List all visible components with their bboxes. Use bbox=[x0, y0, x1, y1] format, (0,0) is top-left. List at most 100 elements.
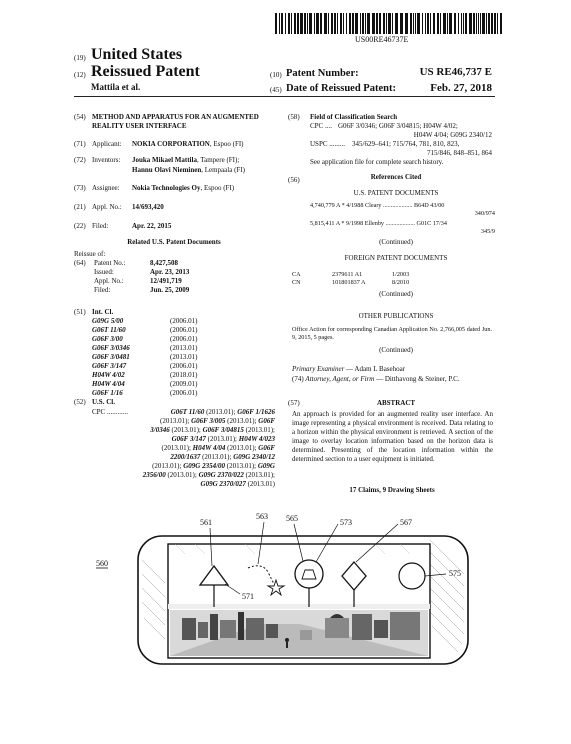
us-refs: 4,740,779 A * 4/1988 Cleary ............… bbox=[310, 202, 495, 238]
inventor-1: Jouka Mikael Mattila, Tampere (FI); bbox=[132, 156, 239, 165]
office-action: Office Action for corresponding Canadian… bbox=[292, 326, 492, 341]
barcode-bar bbox=[476, 13, 477, 34]
foreign-ref-cell: 101801837 A bbox=[332, 279, 366, 286]
inventor-1-name: Jouka Mikael Mattila bbox=[132, 156, 197, 164]
pubs-continued: (Continued) bbox=[379, 346, 413, 354]
barcode-bar bbox=[433, 13, 435, 34]
intcl-row: H04W 4/04(2009.01) bbox=[92, 380, 272, 389]
barcode-bar bbox=[324, 13, 327, 34]
barcode-bar bbox=[340, 13, 342, 34]
applicant-loc: , Espoo (FI) bbox=[209, 140, 244, 148]
r-appl-label: Appl. No.: bbox=[94, 277, 124, 285]
barcode-bar bbox=[422, 13, 423, 34]
refs-label: References Cited bbox=[370, 173, 422, 181]
barcode-bar bbox=[491, 13, 493, 34]
doc-type: Reissued Patent bbox=[91, 63, 200, 80]
cpc-line: 3/0346 (2013.01); G06F 3/04815 (2013.01)… bbox=[150, 426, 275, 434]
barcode-bar bbox=[410, 13, 412, 34]
us-ref-class: 345/9 bbox=[480, 228, 495, 235]
ref-565: 565 bbox=[286, 514, 298, 523]
barcode-bar bbox=[285, 13, 286, 34]
appl-num: (21) bbox=[74, 203, 86, 211]
barcode-bar bbox=[346, 13, 347, 34]
cpc-label: CPC ............ bbox=[92, 408, 128, 416]
intcl-code: G06T 11/60 bbox=[92, 326, 126, 334]
ref-573: 573 bbox=[340, 518, 352, 527]
us-docs-heading: U.S. PATENT DOCUMENTS bbox=[353, 189, 439, 197]
barcode-bar bbox=[488, 13, 490, 34]
foreign-ref-cell: 8/2010 bbox=[392, 279, 410, 286]
assignee-num: (73) bbox=[74, 184, 86, 192]
leader-573 bbox=[315, 523, 339, 563]
claims: 17 Claims, 9 Drawing Sheets bbox=[349, 486, 435, 494]
intcl-row: G06F 3/0346(2013.01) bbox=[92, 344, 272, 353]
location-circle-icon bbox=[398, 562, 426, 590]
barcode-bar bbox=[316, 13, 319, 34]
inventor-1-loc: , Tampere (FI); bbox=[196, 156, 240, 164]
uscl-num: (52) bbox=[74, 398, 86, 406]
barcode-bar bbox=[400, 13, 403, 34]
appl-label: Appl. No.: bbox=[92, 203, 122, 211]
barcode-bar bbox=[388, 13, 391, 34]
intcl-row: H04W 4/02(2018.01) bbox=[92, 371, 272, 380]
barcode-bar bbox=[463, 13, 464, 34]
barcode-bar bbox=[392, 13, 393, 34]
circle-marker-inner bbox=[301, 569, 317, 580]
barcode-bar bbox=[367, 13, 370, 34]
abstract-num: (57) bbox=[288, 399, 300, 407]
city-scene bbox=[170, 610, 428, 656]
attorney-name: — Ditthavong & Steiner, P.C. bbox=[374, 375, 460, 383]
r-filed-value: Jun. 25, 2009 bbox=[150, 286, 190, 294]
cpc-line: (2013.01); G06F 3/005 (2013.01); G06F bbox=[160, 417, 275, 425]
barcode-bar bbox=[465, 13, 467, 34]
inventors-num: (72) bbox=[74, 156, 86, 164]
intcl-code: G09G 5/00 bbox=[92, 317, 124, 325]
assignee-name: Nokia Technologies Oy bbox=[132, 184, 201, 192]
barcode-bar bbox=[320, 13, 322, 34]
num-45: (45) bbox=[270, 86, 282, 94]
applicant-label: Applicant: bbox=[92, 140, 122, 148]
barcode-bar bbox=[447, 13, 448, 34]
barcode-bar bbox=[343, 13, 344, 34]
intcl-row: G09G 5/00(2006.01) bbox=[92, 317, 272, 326]
barcode-bar bbox=[497, 13, 498, 34]
barcode-bar bbox=[430, 13, 431, 34]
ref-571: 571 bbox=[242, 592, 254, 601]
barcode-bar bbox=[362, 13, 364, 34]
barcode-bar bbox=[294, 13, 296, 34]
figure: 560 561 563 565 573 567 575 571 bbox=[0, 500, 571, 739]
assignee-label: Assignee: bbox=[92, 184, 120, 192]
intcl-list: G09G 5/00(2006.01)G06T 11/60 (2006.01) G06… bbox=[92, 317, 272, 398]
barcode-bar bbox=[461, 13, 462, 34]
applicant: NOKIA CORPORATION, Espoo (FI) bbox=[132, 140, 244, 149]
barcode-bar bbox=[500, 13, 502, 34]
field-uspc-l2: 715/846, 848–851, 864 bbox=[427, 149, 492, 157]
refs-num: (56) bbox=[288, 176, 300, 184]
ref-560: 560 bbox=[96, 559, 108, 568]
barcode-bar bbox=[304, 13, 306, 34]
field-cpc-l1: G06F 3/0346; G06F 3/04815; H04W 4/02; bbox=[338, 122, 458, 130]
barcode-bar bbox=[281, 13, 283, 34]
barcode-bar bbox=[454, 13, 456, 34]
other-pubs-heading: OTHER PUBLICATIONS bbox=[358, 312, 434, 320]
examiner-name: — Adam L Basehoar bbox=[344, 365, 406, 373]
header-rule bbox=[74, 96, 495, 97]
barcode-bar bbox=[275, 13, 277, 34]
barcode-bar bbox=[383, 13, 385, 34]
us-ref-class: 340/974 bbox=[474, 210, 495, 217]
intcl-row: G06F 3/0481(2013.01) bbox=[92, 353, 272, 362]
intcl-code: H04W 4/04 bbox=[92, 380, 125, 388]
cpc-line: G06T 11/60 (2013.01); G06F 1/1626 bbox=[170, 408, 275, 416]
barcode-bar bbox=[415, 13, 416, 34]
barcode-bar bbox=[417, 13, 420, 34]
screen-hatch bbox=[174, 543, 411, 555]
invention-title: METHOD AND APPARATUS FOR AN AUGMENTED RE… bbox=[92, 113, 259, 130]
cpc-line: (2013.01); G09G 2354/00 (2013.01); G09G bbox=[152, 462, 275, 470]
phone-hatch-left bbox=[141, 559, 166, 640]
barcode-bar bbox=[425, 13, 426, 34]
intcl-year: (2006.01) bbox=[170, 326, 198, 334]
filed-value: Apr. 22, 2015 bbox=[132, 222, 172, 230]
us-ref-line: 4,740,779 A * 4/1988 Cleary ............… bbox=[310, 202, 445, 209]
applicant-name: NOKIA CORPORATION bbox=[132, 140, 210, 148]
